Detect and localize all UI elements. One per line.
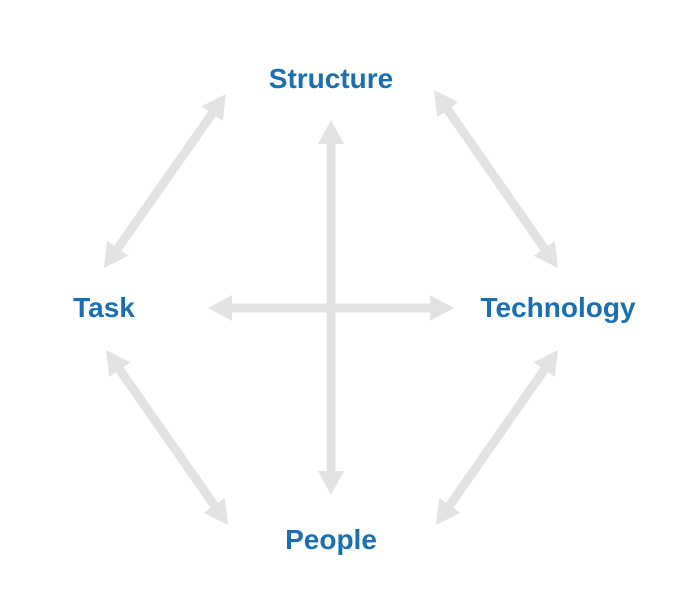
arrow-structure-technology	[434, 90, 558, 268]
arrow-structure-task	[104, 94, 226, 268]
arrow-task-technology	[208, 295, 454, 321]
node-people: People	[285, 524, 377, 555]
node-structure: Structure	[268, 63, 394, 94]
arrow-technology-people	[436, 350, 558, 525]
arrow-task-people	[106, 350, 228, 525]
node-task: Task	[73, 292, 135, 323]
node-technology: Technology	[480, 292, 636, 323]
